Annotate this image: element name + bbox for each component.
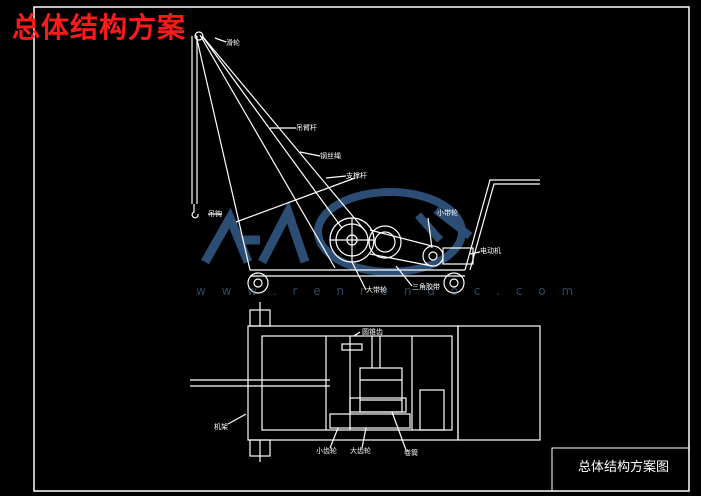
label-gear-box: 圆锥齿 (362, 328, 383, 336)
label-big-gear: 大齿轮 (350, 447, 371, 455)
label-small-gear: 小齿轮 (316, 447, 337, 455)
label-drum: 卷筒 (404, 449, 418, 457)
diagram-title: 总体结构方案 (12, 11, 187, 44)
watermark-logo (201, 188, 473, 276)
label-motor: 电动机 (480, 247, 501, 255)
label-big-pulley: 大带轮 (366, 286, 387, 294)
drawing-caption: 总体结构方案图 (578, 460, 670, 475)
label-vbelt: 三角胶带 (412, 283, 440, 291)
outer-border (33, 6, 690, 492)
watermark-url: w w w . r e n r e n d o c . c o m (196, 284, 580, 298)
side-view (191, 31, 540, 294)
label-boom: 吊臂杆 (296, 124, 317, 132)
label-frame: 机架 (214, 423, 228, 431)
label-small-pulley: 小带轮 (437, 209, 458, 217)
label-wire-rope: 钢丝绳 (320, 152, 341, 160)
top-view (190, 302, 541, 462)
label-hook: 吊钩 (208, 210, 222, 218)
label-top-pulley: 滑轮 (226, 39, 240, 47)
title-block (551, 447, 690, 492)
label-brace: 支撑杆 (346, 172, 367, 180)
